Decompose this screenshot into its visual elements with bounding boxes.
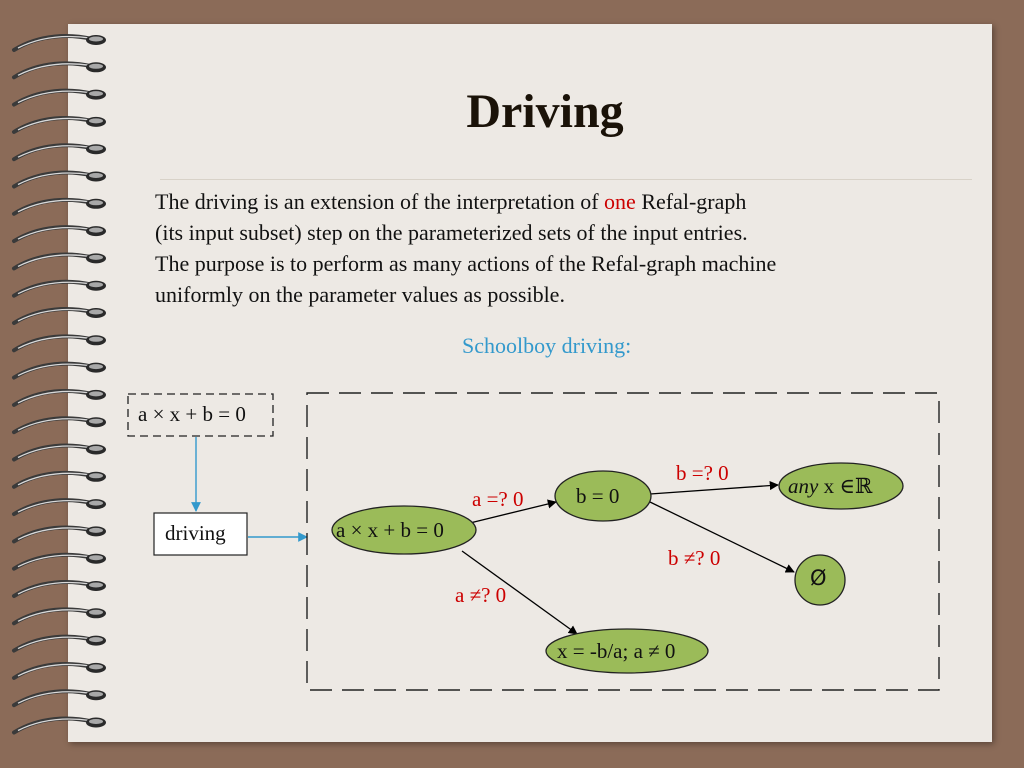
edge-root-to-b-zero xyxy=(469,499,557,524)
solution-node-label: x = -b/a; a ≠ 0 xyxy=(557,639,676,663)
binding-ring xyxy=(12,607,106,626)
binding-ring xyxy=(12,88,106,107)
binding-ring xyxy=(12,470,106,489)
binding-ring xyxy=(12,389,106,407)
node-empty-set xyxy=(794,554,846,606)
input-equation-box xyxy=(127,393,274,437)
any-italic-text: any xyxy=(788,474,819,498)
diagram-subtitle: Schoolboy driving: xyxy=(462,333,632,358)
node-root xyxy=(331,505,477,555)
binding-ring xyxy=(12,525,106,544)
slide-page xyxy=(68,24,992,742)
edge-label-a-eq: a =? 0 xyxy=(472,487,524,511)
binding-ring xyxy=(12,61,106,80)
binding-ring xyxy=(12,634,106,653)
paragraph-line-1: The driving is an extension of the inter… xyxy=(155,186,915,217)
edge-label-b-neq: b ≠? 0 xyxy=(668,546,721,570)
binding-ring xyxy=(12,334,106,353)
binding-ring xyxy=(12,716,106,735)
binding-ring xyxy=(12,662,106,680)
binding-ring xyxy=(12,34,106,52)
node-b-zero xyxy=(554,470,652,522)
binding-ring xyxy=(12,580,106,598)
binding-ring xyxy=(12,307,106,325)
empty-set-label: Ø xyxy=(810,566,827,590)
edge-label-a-neq: a ≠? 0 xyxy=(455,583,507,607)
binding-ring xyxy=(12,116,106,134)
paragraph-text: The driving is an extension of the inter… xyxy=(155,189,605,214)
root-node-label: a × x + b = 0 xyxy=(336,518,444,542)
binding-ring xyxy=(12,170,106,189)
driving-box xyxy=(153,512,248,556)
edge-label-b-eq: b =? 0 xyxy=(676,461,729,485)
description-paragraph: The driving is an extension of the inter… xyxy=(155,186,915,310)
node-solution xyxy=(545,628,709,674)
binding-ring xyxy=(12,279,106,298)
edge-root-to-solution xyxy=(461,550,578,635)
graph-region xyxy=(306,392,940,691)
binding-ring xyxy=(12,443,106,462)
highlight-word: one xyxy=(604,189,636,214)
paragraph-line-3: The purpose is to perform as many action… xyxy=(155,251,777,276)
input-equation-label: a × x + b = 0 xyxy=(138,402,246,426)
driving-label: driving xyxy=(165,521,226,545)
title-divider xyxy=(160,179,972,180)
binding-ring xyxy=(12,225,106,244)
binding-ring xyxy=(12,143,106,162)
node-any-x xyxy=(778,462,904,510)
paragraph-line-4: uniformly on the parameter values as pos… xyxy=(155,282,565,307)
binding-ring xyxy=(12,689,106,708)
binding-ring xyxy=(12,361,106,380)
binding-ring xyxy=(12,197,106,216)
binding-ring xyxy=(12,416,106,435)
edge-b-zero-to-empty xyxy=(649,501,795,573)
b-zero-node-label: b = 0 xyxy=(576,484,620,508)
slide-title: Driving xyxy=(466,85,624,138)
spiral-binding xyxy=(12,34,106,735)
any-suffix-text: x ∈ℝ xyxy=(818,474,873,498)
paragraph-text: Refal-graph xyxy=(635,189,747,214)
any-node-label: any x ∈ℝ xyxy=(788,474,872,499)
binding-ring xyxy=(12,498,106,517)
edge-b-zero-to-any xyxy=(649,481,779,495)
binding-ring xyxy=(12,252,106,271)
paragraph-line-2: (its input subset) step on the parameter… xyxy=(155,220,748,245)
binding-ring xyxy=(12,552,106,571)
